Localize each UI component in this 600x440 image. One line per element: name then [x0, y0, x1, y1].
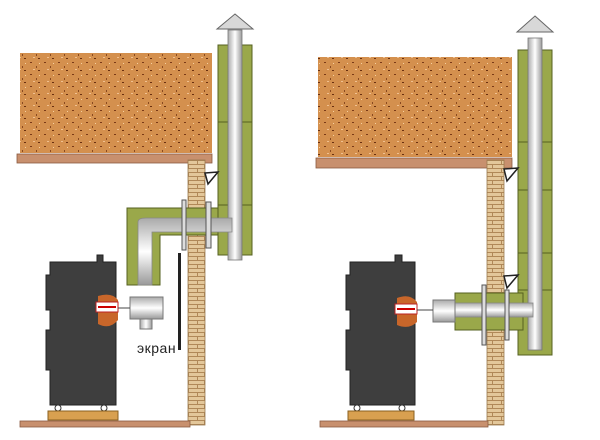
- wall-bracket: [503, 274, 520, 290]
- ceiling-board: [315, 157, 513, 169]
- chimney-cap-icon: [215, 13, 255, 30]
- stove: [345, 254, 416, 406]
- ceiling-slab: [318, 57, 512, 157]
- heat-screen: [178, 253, 181, 350]
- right-panel-straight-connection: [315, 15, 555, 428]
- stove: [45, 254, 117, 406]
- screen-label: экран: [137, 340, 177, 356]
- stove-connector: [129, 296, 164, 320]
- chimney-pipe: [527, 37, 543, 351]
- ceiling-slab: [20, 53, 212, 153]
- stove-pallet: [347, 410, 415, 421]
- floor: [19, 420, 191, 428]
- wall-bracket: [503, 167, 520, 183]
- brick-wall: [187, 159, 206, 426]
- chimney-cap-icon: [515, 15, 555, 33]
- wall-flange: [481, 284, 487, 346]
- wall-flange-outer: [504, 289, 510, 341]
- stove-pallet: [47, 410, 119, 421]
- ceiling-board: [16, 153, 213, 164]
- chimney-pipe: [227, 29, 243, 261]
- wall-bracket: [204, 171, 220, 186]
- left-panel-elbow-connection: [16, 13, 255, 428]
- stove-connector: [432, 299, 456, 323]
- horizontal-pipe: [454, 302, 534, 318]
- wall-flange: [181, 199, 187, 251]
- floor: [319, 420, 489, 428]
- wall-flange-outer: [205, 201, 212, 249]
